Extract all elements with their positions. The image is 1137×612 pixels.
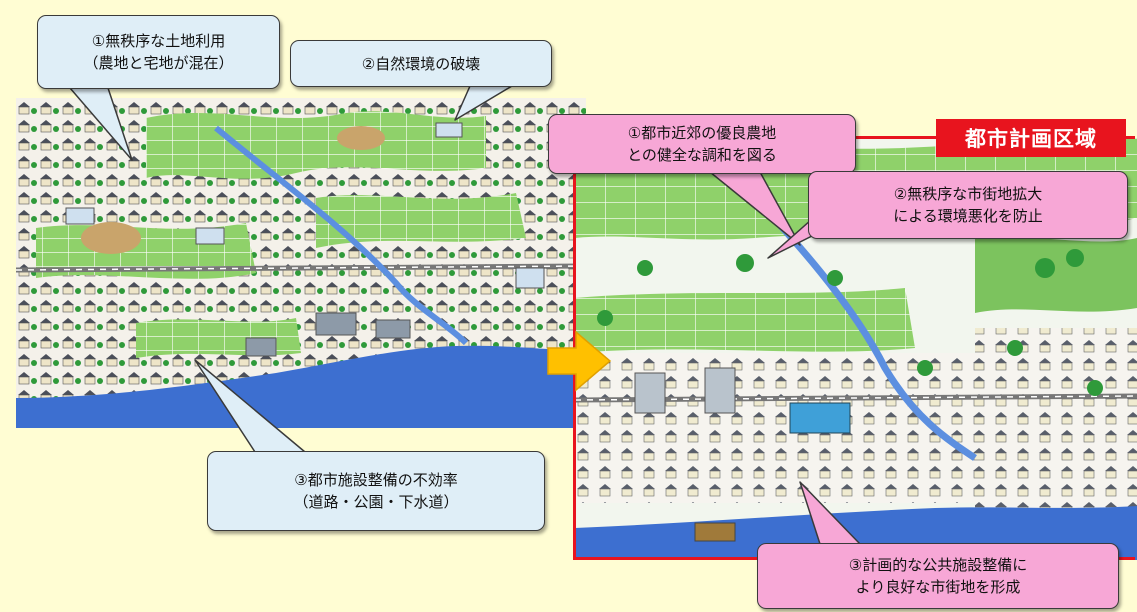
- callout-prevent-sprawl: ②無秩序な市街地拡大 による環境悪化を防止: [808, 171, 1128, 239]
- callout-public-line2: より良好な市街地を形成: [855, 578, 1021, 596]
- callout-farmland-line2: との健全な調和を図る: [627, 146, 777, 164]
- callout-landuse-line1: ①無秩序な土地利用: [91, 32, 226, 50]
- callout-farmland-line1: ①都市近郊の優良農地: [627, 124, 777, 142]
- callout-facilities-line2: （道路・公園・下水道）: [293, 493, 459, 511]
- callout-environment-destruction: ②自然環境の破壊: [290, 40, 552, 87]
- before-town-illustration: [16, 98, 586, 428]
- callout-facility-inefficiency: ③都市施設整備の不効率 （道路・公園・下水道）: [207, 451, 545, 531]
- callout-disordered-land-use: ①無秩序な土地利用 （農地と宅地が混在）: [37, 15, 280, 89]
- city-planning-area-label: 都市計画区域: [936, 119, 1126, 157]
- callout-nature-line1: ②自然環境の破壊: [361, 54, 481, 73]
- arrow-right-icon: [547, 330, 612, 392]
- callout-planned-public-facilities: ③計画的な公共施設整備に より良好な市街地を形成: [757, 543, 1119, 609]
- callout-facilities-line1: ③都市施設整備の不効率: [294, 471, 458, 489]
- callout-sprawl-line1: ②無秩序な市街地拡大: [893, 185, 1043, 203]
- callout-landuse-line2: （農地と宅地が混在）: [83, 54, 234, 72]
- callout-public-line1: ③計画的な公共施設整備に: [848, 556, 1028, 574]
- callout-farmland-harmony: ①都市近郊の優良農地 との健全な調和を図る: [548, 114, 856, 174]
- zone-label-text: 都市計画区域: [965, 127, 1097, 151]
- callout-sprawl-line2: による環境悪化を防止: [893, 207, 1043, 225]
